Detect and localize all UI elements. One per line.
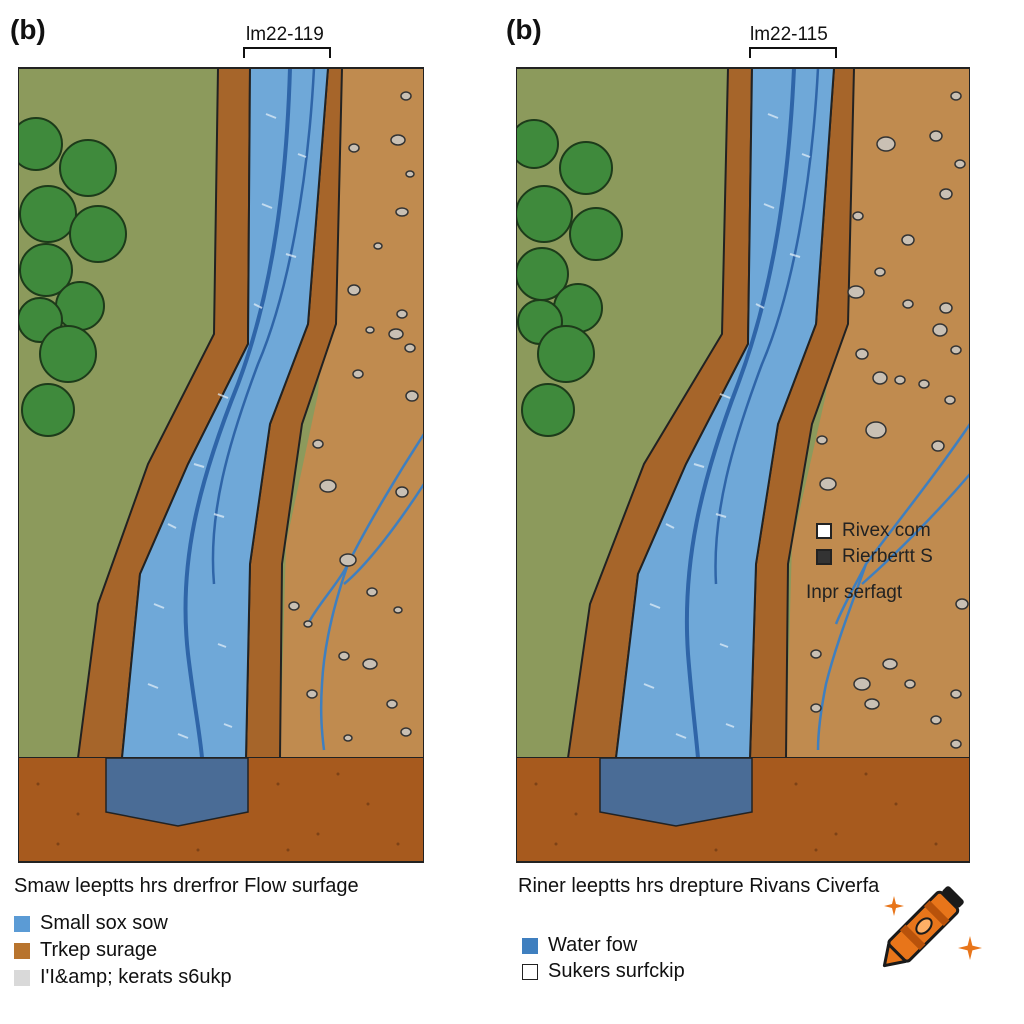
panel-2-frame [516,67,970,863]
panel-2-inset-item-1: Rivex com [816,520,931,542]
panel-2-inset-label-1: Rivex com [842,520,931,541]
panel-1-scale-bracket [243,47,331,58]
panel-2-legend-label-2: Sukers surfckip [548,960,685,982]
panel-1-flow-line [183,67,292,759]
panel-2-caption: Riner leeptts hrs drepture Rivans Civerf… [518,875,880,897]
panel-2-scale-label: lm22-115 [750,24,828,45]
panel-2-legend-swatch-1 [522,937,538,954]
panel-1-caption: Smaw leeptts hrs drerfror Flow surfage [14,875,359,897]
panel-2-ripples [643,113,811,739]
panel-1-letter: (b) [10,14,46,45]
sparkle-icon [884,896,904,916]
panel-1-right-soil [280,68,424,758]
panel-1-legend-swatch-1 [14,915,30,932]
panel-1-ripples [147,113,307,739]
panel-2-map [516,47,970,863]
panel-2-legend-swatch-2 [522,963,538,980]
panel-2-legend-item-2: Sukers surfckip [522,960,685,983]
panel-2-inset-swatch-1 [816,523,832,539]
panel-2-inset-swatch-2 [816,549,832,565]
panel-1-legend-item-3: I'I&amp; kerats s6ukp [14,966,232,989]
panel-2-subsoil-speckle [534,772,938,852]
panel-2-inset-note: Inpr serfagt [806,582,903,603]
panel-2-flow-line [684,67,796,759]
panel-1-legend-item-2: Trkep surage [14,939,157,962]
panel-2-scale-bracket [749,47,837,58]
panel-2-letter: (b) [506,14,542,45]
panel-1-tributary [306,433,424,751]
sparkle-icon [958,936,982,960]
panel-2-flow-line-2 [714,67,820,585]
panel-1-legend-label-2: Trkep surage [40,939,158,961]
panel-2-right-soil [786,68,970,758]
panel-1-legend-swatch-3 [14,969,30,986]
panel-2-inset-item-2: Rierbertt S [816,546,933,568]
panel-2-legend-label-1: Water fow [548,934,638,956]
panel-1-legend-label-3: I'I&amp; kerats s6ukp [40,966,232,988]
crayon-icon [882,886,964,968]
panel-1-map [18,47,424,863]
panel-2-inset-label-2: Rierbertt S [842,546,933,567]
panel-1-frame [18,67,424,863]
panel-1-legend-item-1: Small sox sow [14,912,168,935]
panel-2-groundwater [599,757,753,827]
panel-2-tributary [816,423,970,751]
panel-1-trees [18,117,127,437]
panel-1-pebbles [288,91,419,742]
panel-1-legend-label-1: Small sox sow [40,912,168,934]
panel-1-groundwater [105,757,249,827]
panel-1-scale-label: lm22-119 [246,24,324,45]
panel-2-pebbles [810,91,969,749]
panel-2-trees [516,119,623,437]
panel-2-legend-item-1: Water fow [522,934,637,957]
panel-1-legend-swatch-2 [14,942,30,959]
